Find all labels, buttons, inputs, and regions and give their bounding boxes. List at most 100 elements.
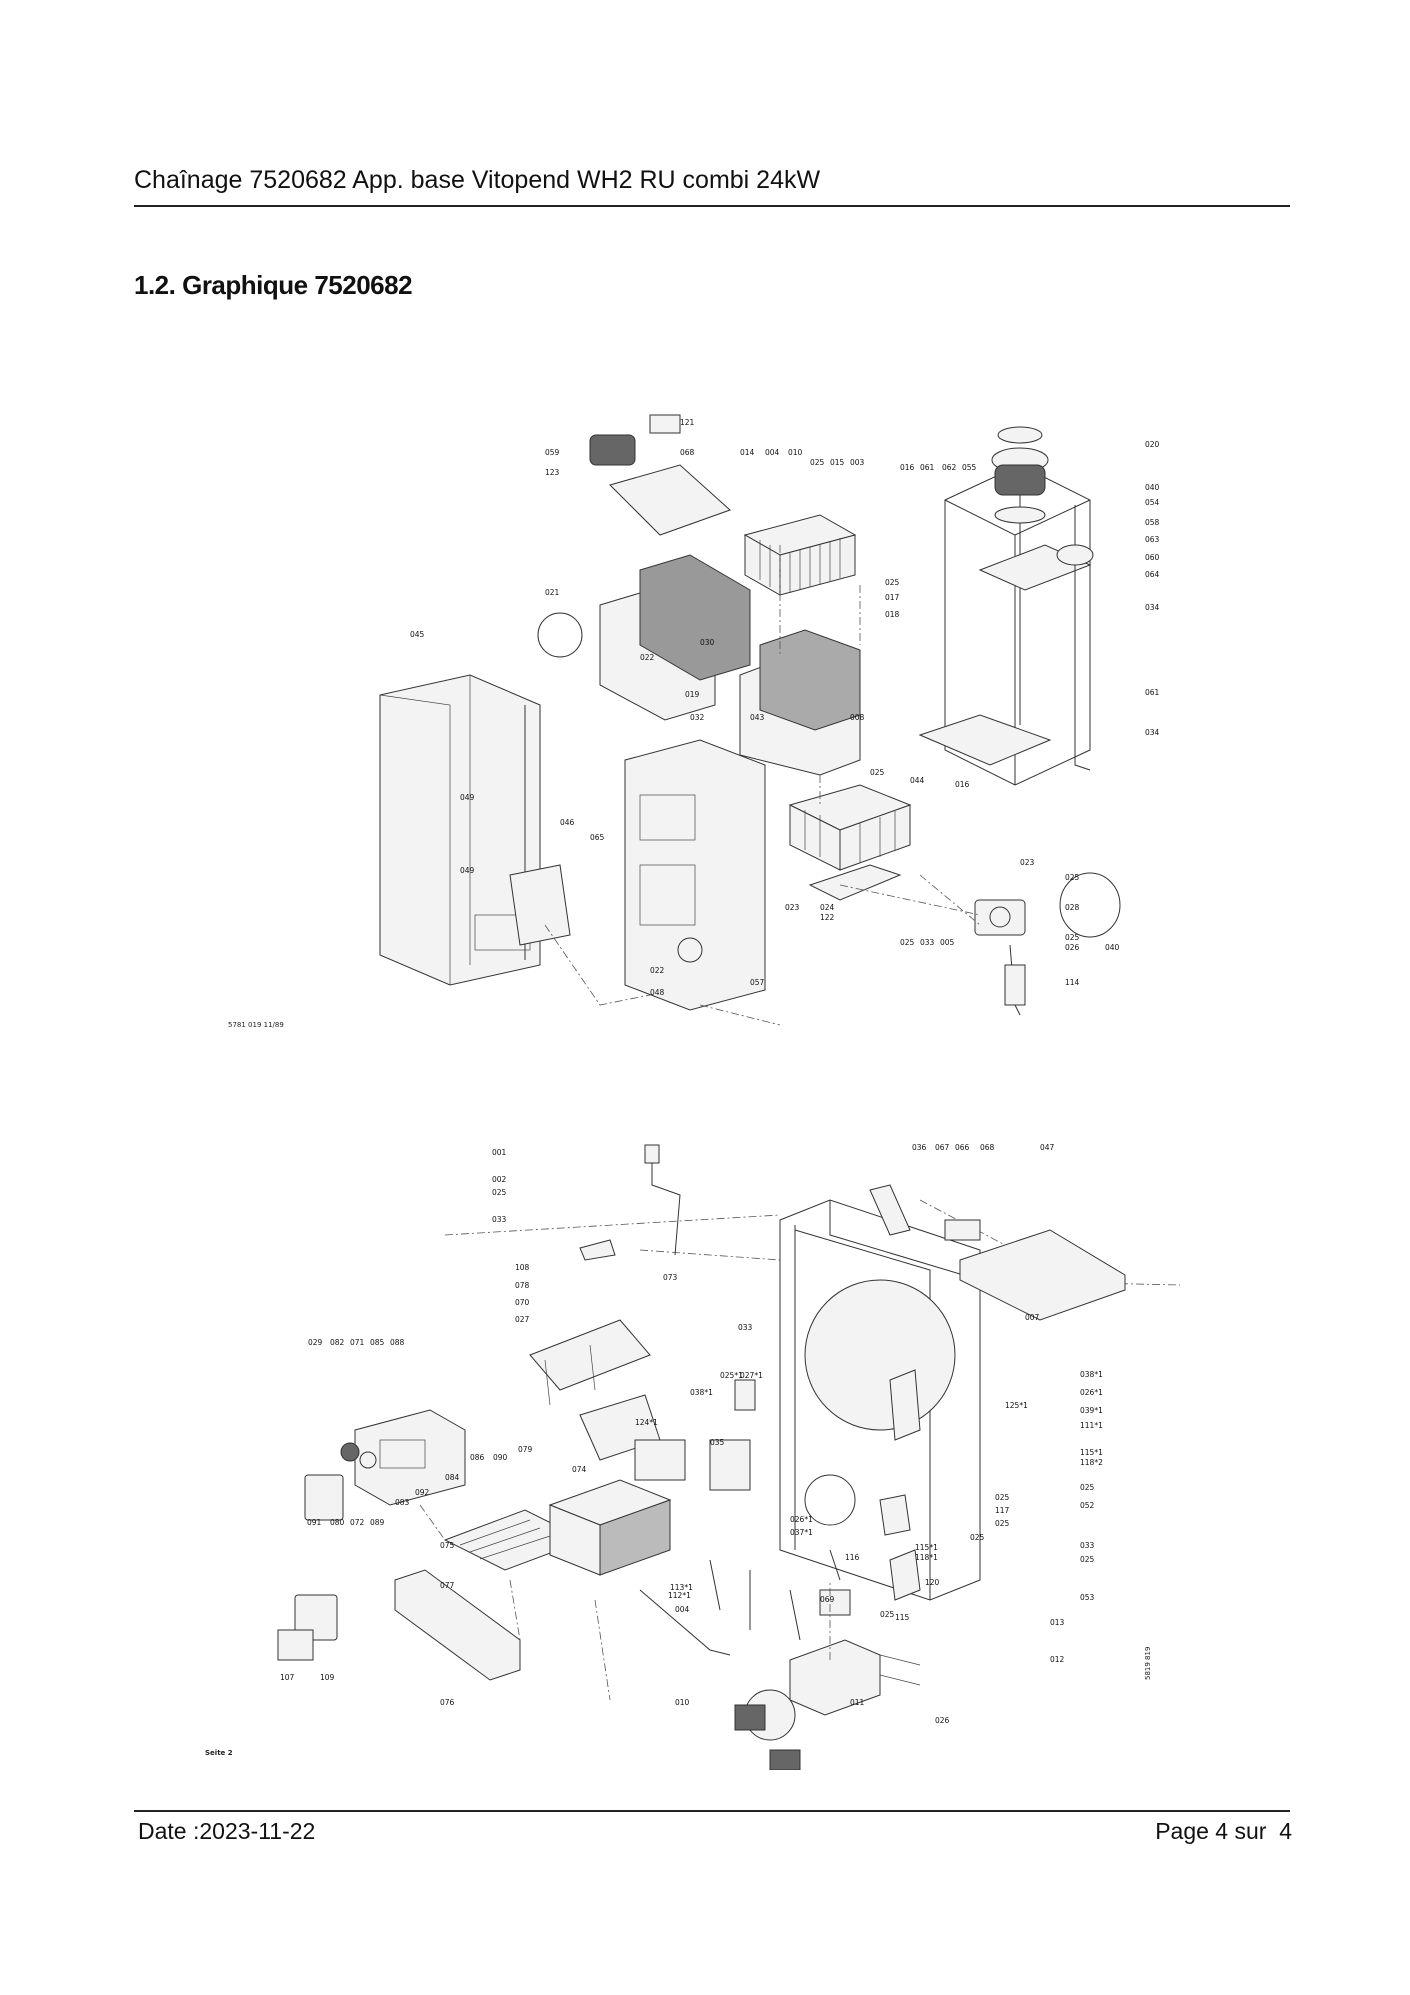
label-013: 013 [1050,1618,1065,1627]
label-008: 008 [850,713,865,722]
label-048: 048 [650,988,665,997]
label-123: 123 [545,468,560,477]
header-rule [134,205,1290,207]
label-025e: 025 [1080,1555,1095,1564]
label-025-1: 025*1 [720,1371,743,1380]
label-052: 052 [1080,1501,1095,1510]
label-049: 049 [460,793,475,802]
label-022b: 022 [650,966,665,975]
pump-assembly-part [734,1639,921,1770]
label-115: 115 [895,1613,910,1622]
label-023: 023 [1020,858,1035,867]
label-026: 026 [935,1716,950,1725]
plate-heat-exchanger-part [548,1479,672,1576]
label-080: 080 [330,1518,345,1527]
label-038-1b: 038*1 [690,1388,713,1397]
label-079: 079 [518,1445,533,1454]
label-108: 108 [515,1263,530,1272]
label-071: 071 [350,1338,365,1347]
label-025b: 025 [885,578,900,587]
label-025d: 025 [995,1519,1010,1528]
label-118-1: 118*1 [915,1553,938,1562]
label-090: 090 [493,1453,508,1462]
label-076: 076 [440,1698,455,1707]
label-019: 019 [685,690,700,699]
label-085: 085 [370,1338,385,1347]
label-004: 004 [765,448,780,457]
label-060: 060 [1145,553,1160,562]
diagram-bottom-caption: Seite 2 [205,1749,233,1757]
label-035: 035 [710,1438,725,1447]
label-053: 053 [1080,1593,1095,1602]
label-082: 082 [330,1338,345,1347]
label-073: 073 [663,1273,678,1282]
label-037-1: 037*1 [790,1528,813,1537]
label-049b: 049 [460,866,475,875]
label-016: 016 [900,463,915,472]
label-045: 045 [410,630,425,639]
label-017: 017 [885,593,900,602]
label-055: 055 [962,463,977,472]
label-084: 084 [445,1473,460,1482]
exploded-diagram-bottom: 001 002 025 033 036 067 066 068 047 108 … [190,1140,1190,1770]
label-109: 109 [320,1673,335,1682]
label-040b: 040 [1105,943,1120,952]
label-001: 001 [492,1148,507,1157]
label-025f: 025 [1065,933,1080,942]
label-064: 064 [1145,570,1160,579]
label-122: 122 [820,913,835,922]
control-panel-part [304,1409,466,1521]
boiler-frame-part [918,464,1092,786]
label-007: 007 [1025,1313,1040,1322]
label-075: 075 [440,1541,455,1550]
label-026-1b: 026*1 [790,1515,813,1524]
middle-casing-part [624,739,766,1011]
footer-rule [134,1810,1290,1812]
label-028: 028 [1065,903,1080,912]
label-070: 070 [515,1298,530,1307]
label-034b: 034 [1145,728,1160,737]
label-116: 116 [845,1553,860,1562]
label-025e: 025 [1065,873,1080,882]
label-054: 054 [1145,498,1160,507]
label-068: 068 [680,448,695,457]
label-038-1: 038*1 [1080,1370,1103,1379]
label-058: 058 [1145,518,1160,527]
burner-part [788,784,912,901]
label-025c: 025 [870,768,885,777]
label-036: 036 [912,1143,927,1152]
label-059: 059 [545,448,560,457]
label-014: 014 [740,448,755,457]
label-040: 040 [1145,483,1160,492]
label-107: 107 [280,1673,295,1682]
label-010: 010 [675,1698,690,1707]
label-029: 029 [308,1338,323,1347]
label-027: 027 [515,1315,530,1324]
label-124: 124*1 [635,1418,658,1427]
label-088: 088 [390,1338,405,1347]
label-010: 010 [788,448,803,457]
label-077: 077 [440,1581,455,1590]
label-074: 074 [572,1465,587,1474]
label-043: 043 [750,713,765,722]
label-004: 004 [675,1605,690,1614]
label-003: 003 [850,458,865,467]
label-016b: 016 [955,780,970,789]
label-063: 063 [1145,535,1160,544]
document-header-title: Chaînage 7520682 App. base Vitopend WH2 … [134,166,821,194]
label-033: 033 [492,1215,507,1224]
label-111-1: 111*1 [1080,1421,1103,1430]
label-115-1: 115*1 [1080,1448,1103,1457]
front-casing-part [379,674,541,986]
footer-date: Date :2023-11-22 [138,1818,316,1844]
label-015: 015 [830,458,845,467]
label-118-2: 118*2 [1080,1458,1103,1467]
label-025: 025 [492,1188,507,1197]
label-034: 034 [1145,603,1160,612]
label-033b: 033 [738,1323,753,1332]
label-068: 068 [980,1143,995,1152]
label-002: 002 [492,1175,507,1184]
label-033: 033 [920,938,935,947]
gas-valve-part [974,899,1026,1016]
label-120: 120 [925,1578,940,1587]
